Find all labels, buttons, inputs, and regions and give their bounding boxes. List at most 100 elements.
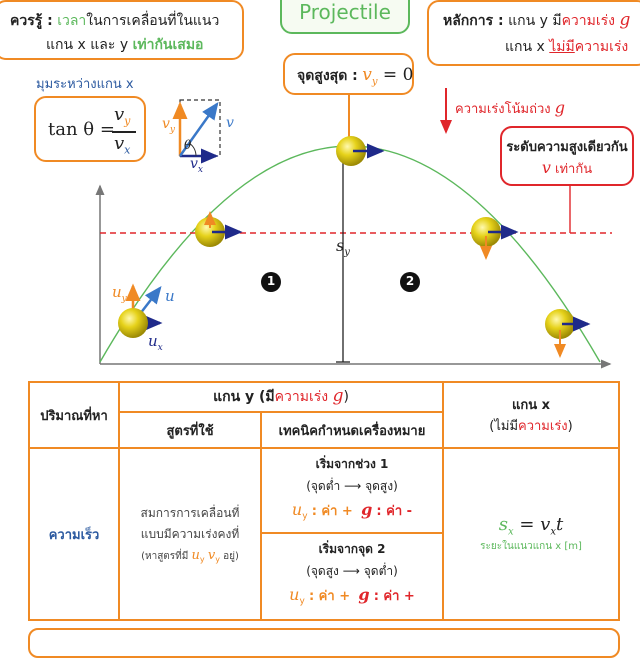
region-1-label: 1 bbox=[266, 274, 276, 288]
summary-table: ปริมาณที่หา แกน y (มีความเร่ง g) แกน x (… bbox=[28, 381, 620, 621]
tech1-g-val: : ค่า - bbox=[376, 504, 413, 519]
page-title: Projectile bbox=[299, 0, 391, 24]
technique-part-1: เริ่มจากช่วง 1 (จุดต่ำ ⟶ จุดสูง) uy : ค่… bbox=[262, 449, 442, 534]
header-y-cell: แกน y (มีความเร่ง g) bbox=[118, 381, 444, 413]
header-x-sub-b: ความเร่ง bbox=[518, 419, 568, 434]
tech1-to: จุดสูง) bbox=[365, 479, 398, 493]
header-quantity-cell: ปริมาณที่หา bbox=[28, 381, 120, 449]
technique-part-2: เริ่มจากจุด 2 (จุดสูง ⟶ จุดต่ำ) uy : ค่า… bbox=[262, 534, 442, 619]
bottom-box bbox=[28, 628, 620, 658]
tech2-from: (จุดสูง bbox=[306, 564, 339, 578]
peak-box: จุดสูงสุด : vy = 0 bbox=[283, 53, 414, 95]
sy-s: s bbox=[336, 236, 345, 255]
principle-x: แกน x bbox=[505, 39, 550, 55]
accel-label: ความเร่งโน้มถ่วง bbox=[455, 102, 551, 117]
inset-v-label: v bbox=[226, 115, 234, 131]
ball-falling bbox=[471, 217, 501, 247]
inset-theta-label: θ bbox=[184, 138, 192, 152]
fraction-bar bbox=[112, 131, 136, 133]
principle-box: หลักการ : แกน y มีความเร่ง g แกน x ไม่มี… bbox=[427, 0, 640, 66]
col-technique: เทคนิคกำหนดเครื่องหมาย bbox=[278, 423, 426, 439]
ball-landing bbox=[545, 309, 575, 339]
tech1-g: g bbox=[361, 500, 373, 519]
sy-sub: y bbox=[344, 247, 350, 259]
principle-none: ไม่มี bbox=[549, 39, 575, 55]
launch-uy-label: u bbox=[112, 283, 122, 301]
tech1-u-val: : ค่า + bbox=[311, 504, 353, 519]
tan-box: tan θ = vy vx bbox=[34, 96, 146, 162]
tan-den-sub: x bbox=[124, 143, 131, 157]
principle-accel-2: ความเร่ง bbox=[574, 39, 629, 55]
x-formula-v: = v bbox=[519, 513, 551, 535]
inset-vy-label: v bbox=[162, 116, 170, 132]
angle-label: มุมระหว่างแกน x bbox=[36, 77, 134, 92]
x-formula-t: t bbox=[556, 513, 564, 535]
accel-g: g bbox=[554, 98, 565, 117]
col-formula-cell: สูตรที่ใช้ bbox=[118, 411, 262, 449]
tech1-title: เริ่มจากช่วง 1 bbox=[315, 457, 389, 471]
note-time: เวลา bbox=[57, 13, 87, 29]
tan-num: v bbox=[114, 104, 125, 125]
formula-u-sub: y bbox=[199, 555, 205, 564]
note-label: ควรรู้ : bbox=[10, 13, 53, 29]
arrow-right-icon: ⟶ bbox=[342, 564, 360, 578]
ball-launch bbox=[118, 308, 148, 338]
header-x-sub-a: (ไม่มี bbox=[489, 419, 519, 434]
x-note: ระยะในแนวแกน x [m] bbox=[480, 541, 582, 553]
note-equal: เท่ากันเสมอ bbox=[132, 37, 204, 53]
tech2-u: u bbox=[289, 585, 300, 604]
inset-v-arrow bbox=[178, 101, 219, 157]
header-quantity: ปริมาณที่หา bbox=[40, 408, 108, 424]
same-height-v: v bbox=[541, 158, 551, 177]
arrow-right-icon: ⟶ bbox=[344, 479, 362, 493]
technique-cell: เริ่มจากช่วง 1 (จุดต่ำ ⟶ จุดสูง) uy : ค่… bbox=[260, 447, 444, 621]
header-x: แกน x bbox=[511, 398, 551, 413]
formula-u: u bbox=[191, 548, 200, 563]
principle-y: แกน y มี bbox=[508, 13, 562, 29]
launch-ux-label: u bbox=[148, 332, 158, 350]
formula-text-3: (หาสูตรที่มี bbox=[141, 551, 189, 562]
tech1-from: (จุดต่ำ bbox=[306, 479, 341, 493]
tan-den: v bbox=[114, 133, 125, 154]
tech2-to: จุดต่ำ) bbox=[363, 564, 398, 578]
x-formula-v-sub: x bbox=[550, 526, 556, 538]
formula-v: v bbox=[207, 548, 216, 563]
inset-vy-sub: y bbox=[169, 124, 176, 135]
formula-text-1: สมการการเคลื่อนที่ bbox=[140, 506, 240, 520]
x-formula-cell: sx = vxt ระยะในแนวแกน x [m] bbox=[442, 447, 620, 621]
inset-vx-sub: x bbox=[197, 164, 203, 175]
header-x-sub-c: ) bbox=[567, 419, 573, 434]
formula-v-sub: y bbox=[215, 555, 220, 564]
col-technique-cell: เทคนิคกำหนดเครื่องหมาย bbox=[260, 411, 444, 449]
title-box: Projectile bbox=[280, 0, 410, 34]
note-text-2: แกน x และ y bbox=[46, 37, 133, 53]
peak-eq: = 0 bbox=[382, 65, 414, 85]
formula-text-2: แบบมีความเร่งคงที่ bbox=[140, 527, 240, 541]
tech2-u-val: : ค่า + bbox=[308, 589, 351, 604]
ball-rising bbox=[195, 217, 225, 247]
peak-sub: y bbox=[371, 76, 378, 88]
header-y-g: g bbox=[332, 386, 344, 406]
inset-angle-arc bbox=[188, 142, 197, 157]
trajectory-curve bbox=[99, 145, 601, 363]
tech2-g-val: : ค่า + bbox=[373, 589, 415, 604]
note-text-1: ในการเคลื่อนที่ในแนว bbox=[86, 13, 220, 29]
peak-v: v bbox=[362, 65, 372, 85]
tech1-u: u bbox=[291, 500, 303, 519]
x-formula-s-sub: x bbox=[508, 526, 514, 538]
header-y: แกน y (มี bbox=[213, 389, 275, 405]
row-velocity: ความเร็ว bbox=[48, 527, 100, 543]
col-formula: สูตรที่ใช้ bbox=[166, 423, 214, 439]
tan-num-sub: y bbox=[124, 114, 131, 128]
ball-peak bbox=[336, 136, 366, 166]
principle-accel: ความเร่ง bbox=[561, 13, 616, 29]
launch-ux-sub: x bbox=[157, 343, 163, 353]
launch-u-label: u bbox=[165, 287, 175, 305]
tech2-title: เริ่มจากจุด 2 bbox=[318, 542, 386, 556]
trajectory-diagram bbox=[95, 88, 612, 369]
tech2-g: g bbox=[358, 585, 370, 604]
same-height-box: ระดับความสูงเดียวกัน v เท่ากัน bbox=[500, 126, 634, 186]
tan-lhs: tan θ = bbox=[48, 119, 115, 140]
tech1-u-sub: y bbox=[302, 511, 308, 522]
header-y-accel: ความเร่ง bbox=[274, 389, 329, 405]
